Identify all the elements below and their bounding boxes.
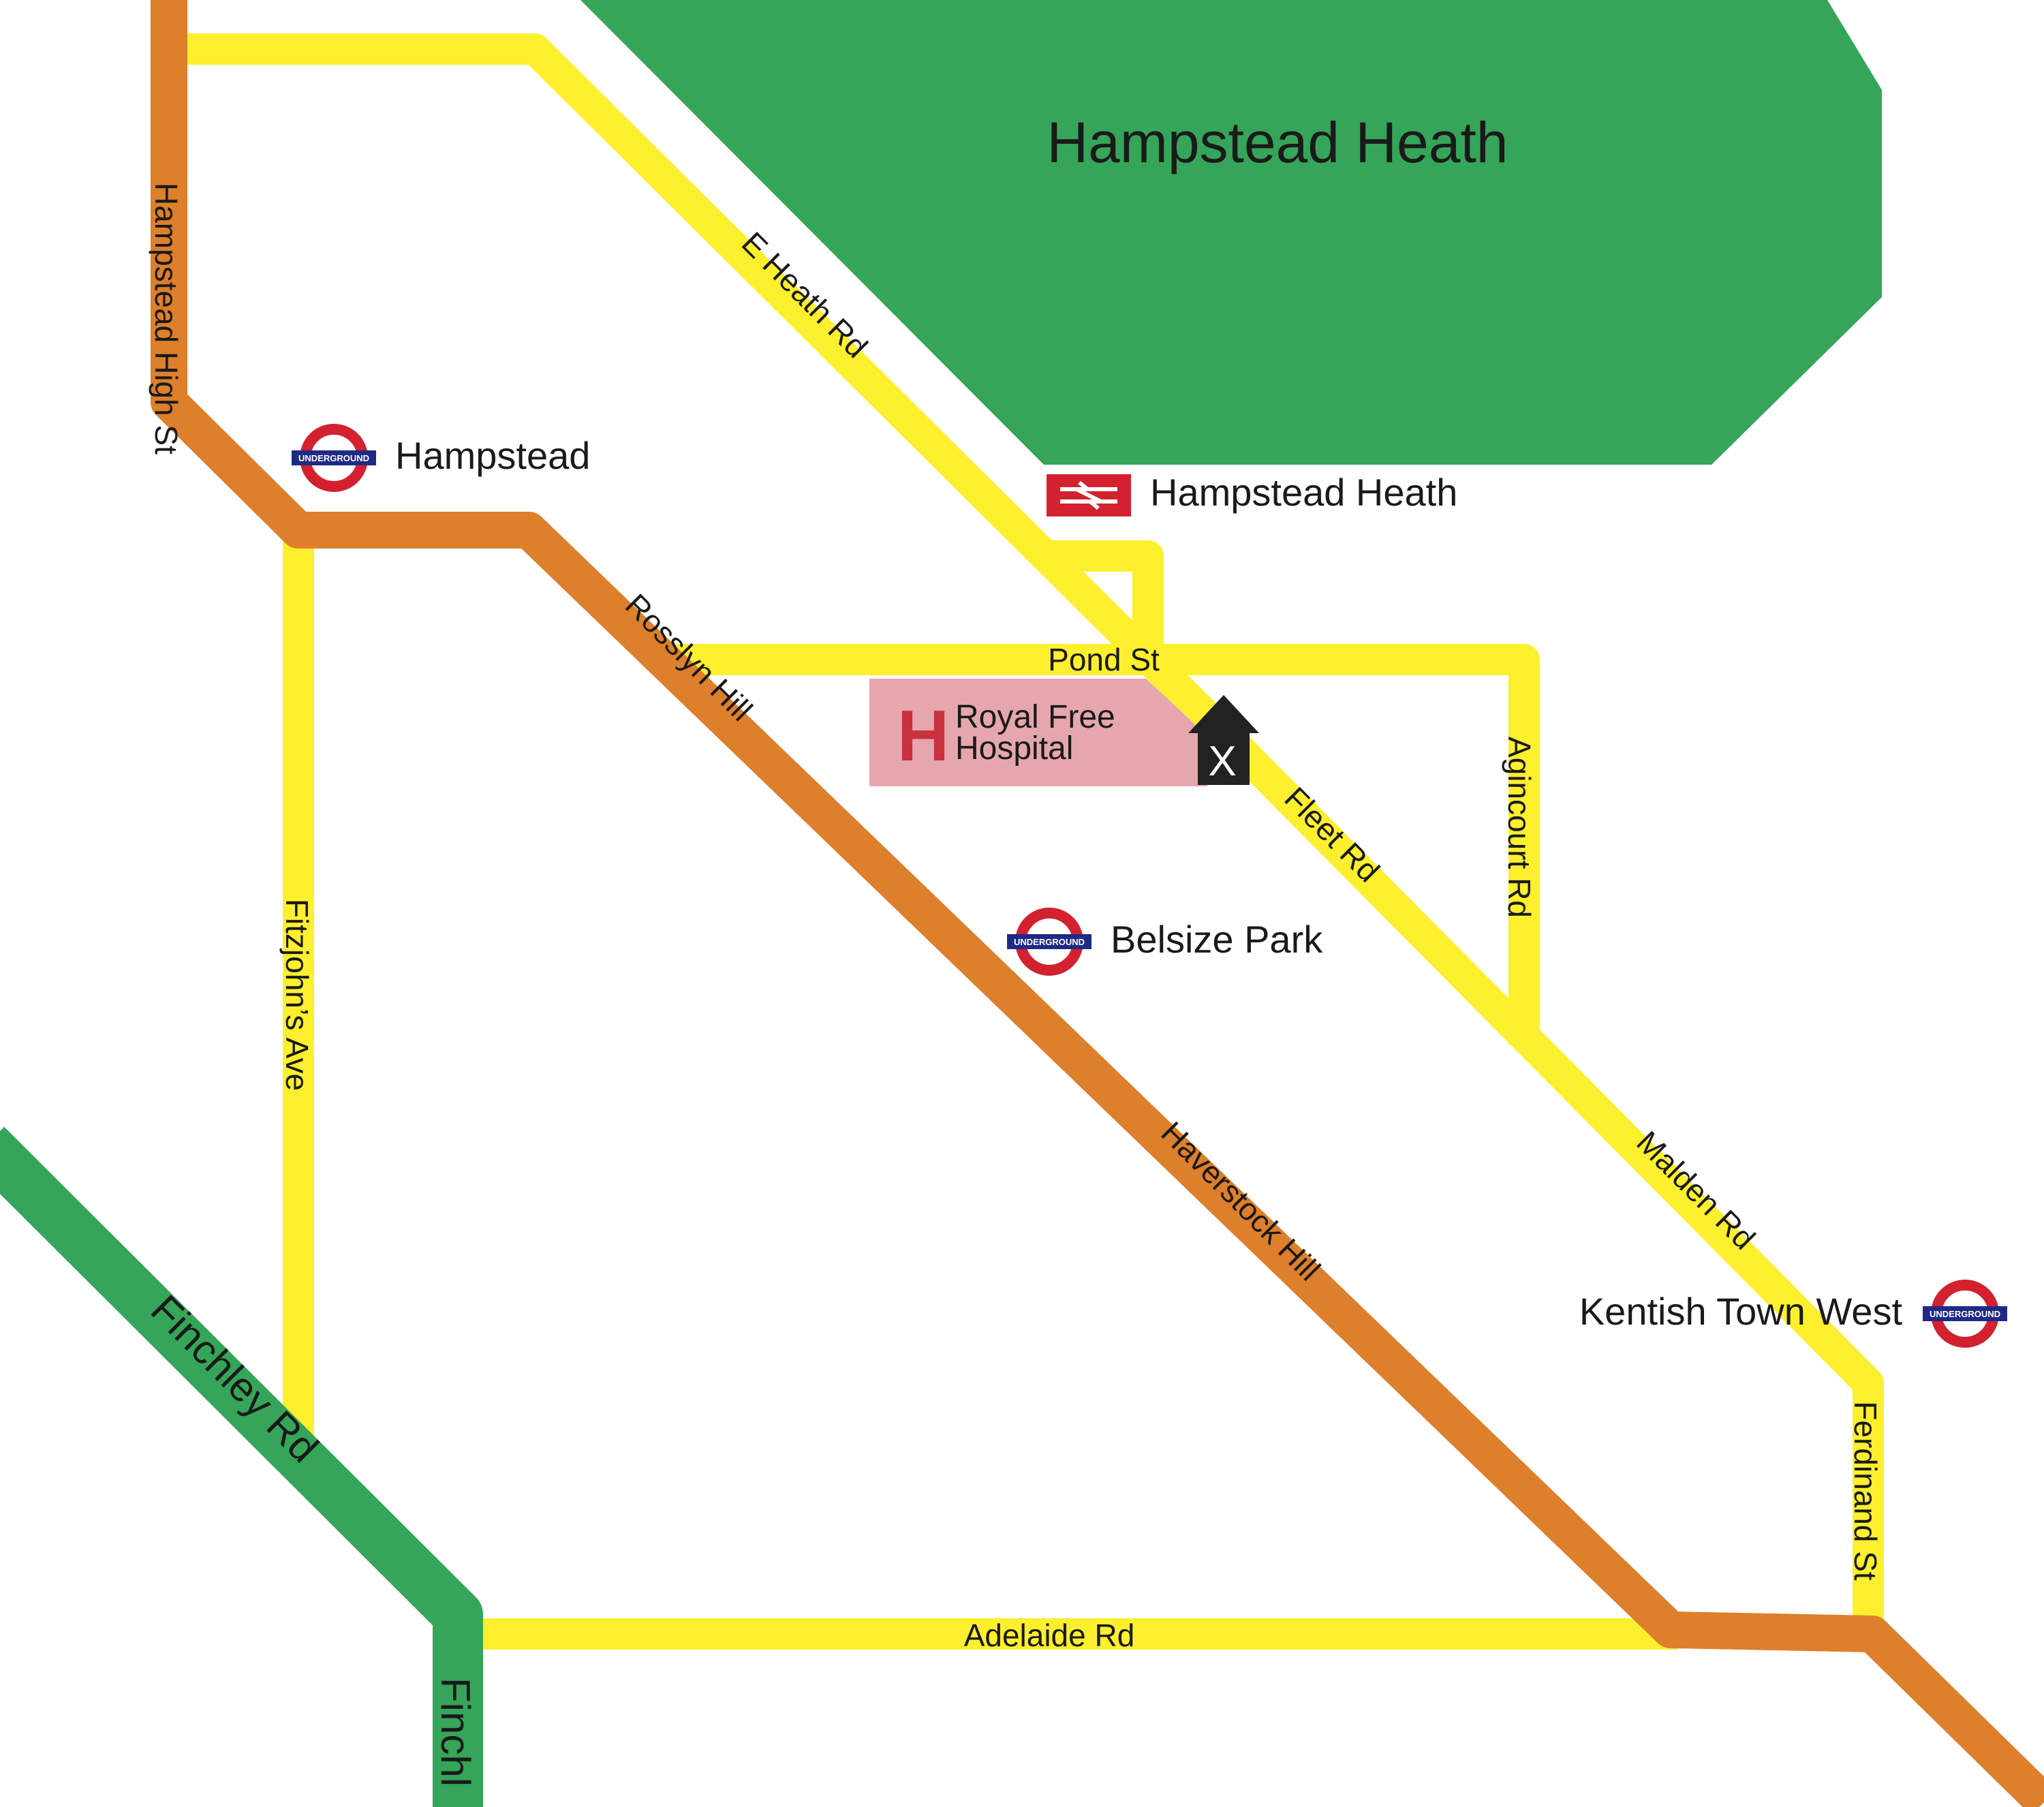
road-hampstead-high-st-haverstock-hill bbox=[151, 0, 2044, 1807]
station-hampstead[interactable]: UNDERGROUND Hampstead bbox=[292, 424, 590, 492]
road-pond-st-spur bbox=[1047, 540, 1164, 675]
park-label: Hampstead Heath bbox=[1047, 110, 1508, 174]
park-hampstead-heath bbox=[580, 0, 1882, 465]
station-label-hampstead: Hampstead bbox=[395, 434, 590, 477]
street-label-fitzjohns-ave: Fitzjohn’s Ave bbox=[279, 899, 315, 1091]
hospital-name-line2: Hospital bbox=[955, 730, 1073, 767]
road-pond-st bbox=[672, 644, 1540, 1045]
svg-text:UNDERGROUND: UNDERGROUND bbox=[1930, 1309, 2000, 1319]
underground-roundel-icon: UNDERGROUND bbox=[1923, 1280, 2007, 1348]
underground-roundel-icon: UNDERGROUND bbox=[292, 424, 376, 492]
street-label-ferdinand-st: Ferdinand St bbox=[1848, 1401, 1883, 1581]
station-hampstead-heath[interactable]: Hampstead Heath bbox=[1047, 471, 1457, 516]
street-label-haverstock-hill: Haverstock Hill bbox=[1154, 1115, 1327, 1288]
street-label-hampstead-high-st: Hampstead High St bbox=[149, 183, 184, 454]
underground-roundel-icon: UNDERGROUND bbox=[1007, 908, 1091, 976]
svg-text:UNDERGROUND: UNDERGROUND bbox=[298, 453, 369, 463]
entrance-marker-icon[interactable]: X bbox=[1188, 695, 1259, 785]
marker-letter: X bbox=[1208, 738, 1236, 785]
national-rail-icon bbox=[1047, 474, 1131, 516]
station-label-belsize-park: Belsize Park bbox=[1111, 918, 1323, 961]
svg-text:UNDERGROUND: UNDERGROUND bbox=[1014, 937, 1085, 947]
station-kentish-town-west[interactable]: UNDERGROUND Kentish Town West bbox=[1579, 1280, 2007, 1348]
street-label-fleet-rd: Fleet Rd bbox=[1278, 780, 1387, 889]
road-e-heath-rd bbox=[176, 33, 1228, 738]
street-label-malden-rd: Malden Rd bbox=[1630, 1124, 1762, 1256]
hospital-name-line1: Royal Free bbox=[955, 699, 1115, 735]
road-finchley-rd bbox=[0, 1126, 483, 1807]
station-belsize-park[interactable]: UNDERGROUND Belsize Park bbox=[1007, 908, 1323, 976]
street-label-adelaide-rd: Adelaide Rd bbox=[964, 1618, 1135, 1653]
hospital-icon: H bbox=[897, 696, 950, 776]
road-fleet-malden-rd bbox=[1183, 693, 1884, 1644]
station-label-kentish-town-west: Kentish Town West bbox=[1579, 1290, 1903, 1333]
street-label-agincourt-rd: Agincourt Rd bbox=[1502, 737, 1537, 918]
hospital-area bbox=[869, 679, 1207, 786]
street-label-pond-st: Pond St bbox=[1048, 642, 1160, 677]
station-label-hampstead-heath: Hampstead Heath bbox=[1150, 471, 1457, 514]
street-label-finchley-rd-bottom: Finchl bbox=[433, 1678, 478, 1787]
